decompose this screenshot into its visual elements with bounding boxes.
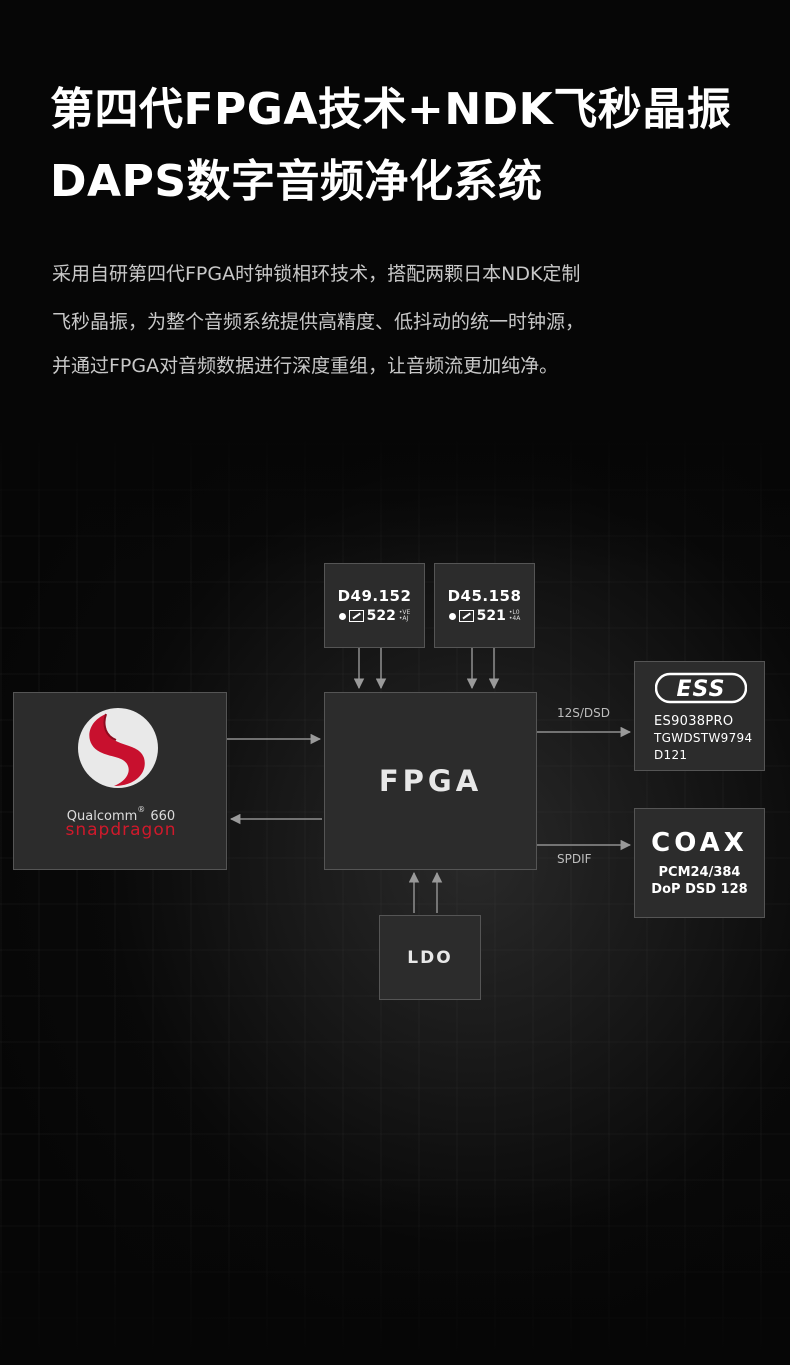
crystal-oscillator-1: D49.152 522 •VE •AJ (324, 563, 425, 648)
soc-vendor-name: Qualcomm (66, 809, 138, 824)
dot-icon (448, 612, 456, 620)
crystal-1-subcode-2: •AJ (398, 615, 409, 622)
soc-brand-name: snapdragon (65, 820, 177, 840)
crystal-1-code: 522 (366, 608, 396, 624)
crystal-2-subcode-1: •L0 (508, 609, 520, 616)
crystal-2-frequency: D45.158 (447, 587, 522, 605)
ess-logo-text: ESS (677, 677, 726, 702)
ess-logo-icon: ESS (655, 672, 747, 704)
dac-date-code: D121 (654, 748, 688, 762)
i2s-dsd-link-label: 12S/DSD (557, 706, 611, 720)
description-line-3: 并通过FPGA对音频数据进行深度重组，让音频流更加纯净。 (52, 355, 559, 377)
dot-icon (338, 612, 346, 620)
headline-line-1: 第四代FPGA技术+NDK飞秒晶振 (50, 84, 732, 135)
spdif-link-label: SPDIF (557, 852, 592, 866)
crystal-1-subcode-1: •VE (398, 609, 411, 616)
crystal-oscillator-2: D45.158 521 •L0 •4A (434, 563, 535, 648)
coax-dsd-spec: DoP DSD 128 (651, 882, 748, 897)
dac-lot-code: TGWDSTW9794 (654, 731, 753, 745)
soc-model-number: 660 (150, 809, 176, 824)
coax-title: COAX (651, 828, 748, 858)
coax-output-block: COAX PCM24/384 DoP DSD 128 (634, 808, 765, 918)
crystal-1-marking: 522 •VE •AJ (338, 608, 411, 624)
coax-pcm-spec: PCM24/384 (658, 865, 741, 880)
crystal-2-marking: 521 •L0 •4A (448, 608, 521, 624)
fpga-block: FPGA (324, 692, 537, 870)
ess-dac-chip: ESS ES9038PRO TGWDSTW9794 D121 (634, 661, 765, 771)
soc-qualcomm-snapdragon: Qualcomm® 660 snapdragon (13, 692, 227, 870)
ndk-logo-icon (348, 610, 364, 622)
ldo-label: LDO (407, 947, 453, 968)
crystal-2-subcode-2: •4A (508, 615, 521, 622)
description-line-2: 飞秒晶振，为整个音频系统提供高精度、低抖动的统一时钟源， (52, 311, 585, 333)
dac-model: ES9038PRO (654, 714, 734, 729)
ldo-block: LDO (379, 915, 481, 1000)
snapdragon-logo-icon (78, 708, 158, 788)
background-fade-top (0, 430, 790, 570)
crystal-1-frequency: D49.152 (337, 587, 412, 605)
fpga-label: FPGA (378, 764, 483, 798)
crystal-2-code: 521 (476, 608, 506, 624)
background-fade-bottom (0, 1180, 790, 1365)
ndk-logo-icon (458, 610, 474, 622)
headline-line-2: DAPS数字音频净化系统 (50, 156, 543, 207)
description-line-1: 采用自研第四代FPGA时钟锁相环技术，搭配两颗日本NDK定制 (52, 263, 581, 285)
